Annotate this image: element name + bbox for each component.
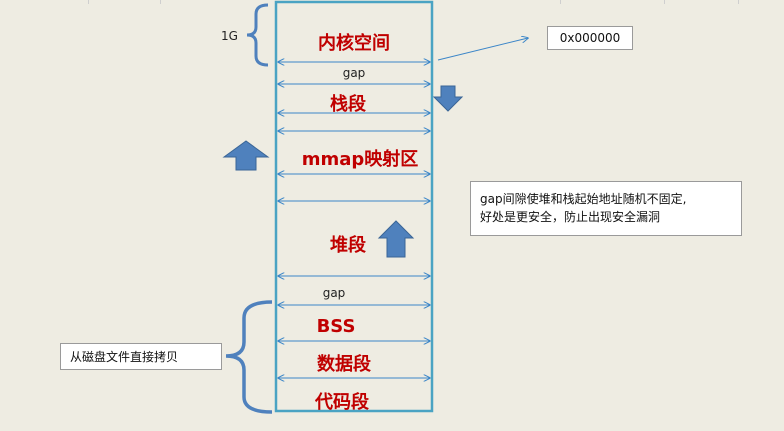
address-pointer-arrow: [437, 38, 528, 61]
segment-dividers: [278, 62, 430, 378]
kernel-brace-icon: [246, 3, 269, 67]
code-segment: 代码段: [315, 392, 369, 413]
gap-note-box: gap间隙使堆和栈起始地址随机不固定, 好处是更安全，防止出现安全漏洞: [470, 181, 742, 236]
memory-column: [274, 0, 434, 413]
data-segment: 数据段: [317, 354, 371, 375]
mmap-grows-up-arrow: [222, 140, 270, 171]
heap-grows-up-arrow: [377, 220, 415, 258]
stack-grows-down-arrow: [432, 85, 464, 112]
grid-line: [560, 0, 561, 4]
bss-segment: BSS: [316, 316, 356, 337]
gap-note-line-2: 好处是更安全，防止出现安全漏洞: [480, 210, 661, 224]
grid-line: [738, 0, 739, 4]
one-gigabyte-label: 1G: [221, 29, 238, 43]
mmap-segment: mmap映射区: [301, 149, 419, 170]
heap-segment: 堆段: [330, 235, 366, 256]
gap-label-lower: gap: [322, 286, 346, 300]
grid-line: [160, 0, 161, 4]
grid-line: [88, 0, 89, 4]
gap-note-line-1: gap间隙使堆和栈起始地址随机不固定,: [480, 192, 687, 206]
disk-copy-brace-icon: [225, 300, 273, 414]
gap-label-upper: gap: [342, 66, 366, 80]
grid-line: [664, 0, 665, 4]
stack-segment: 栈段: [330, 94, 366, 115]
address-box: 0x000000: [547, 26, 633, 50]
disk-copy-box: 从磁盘文件直接拷贝: [60, 343, 222, 370]
kernel-space-segment: 内核空间: [318, 33, 390, 54]
